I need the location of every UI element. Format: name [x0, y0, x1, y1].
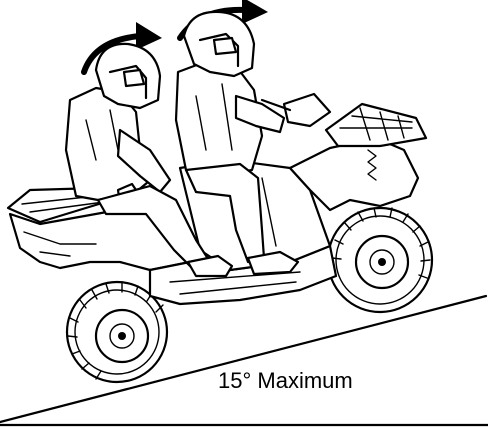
max-slope-label: 15° Maximum	[218, 368, 353, 394]
front-wheel	[328, 208, 432, 312]
